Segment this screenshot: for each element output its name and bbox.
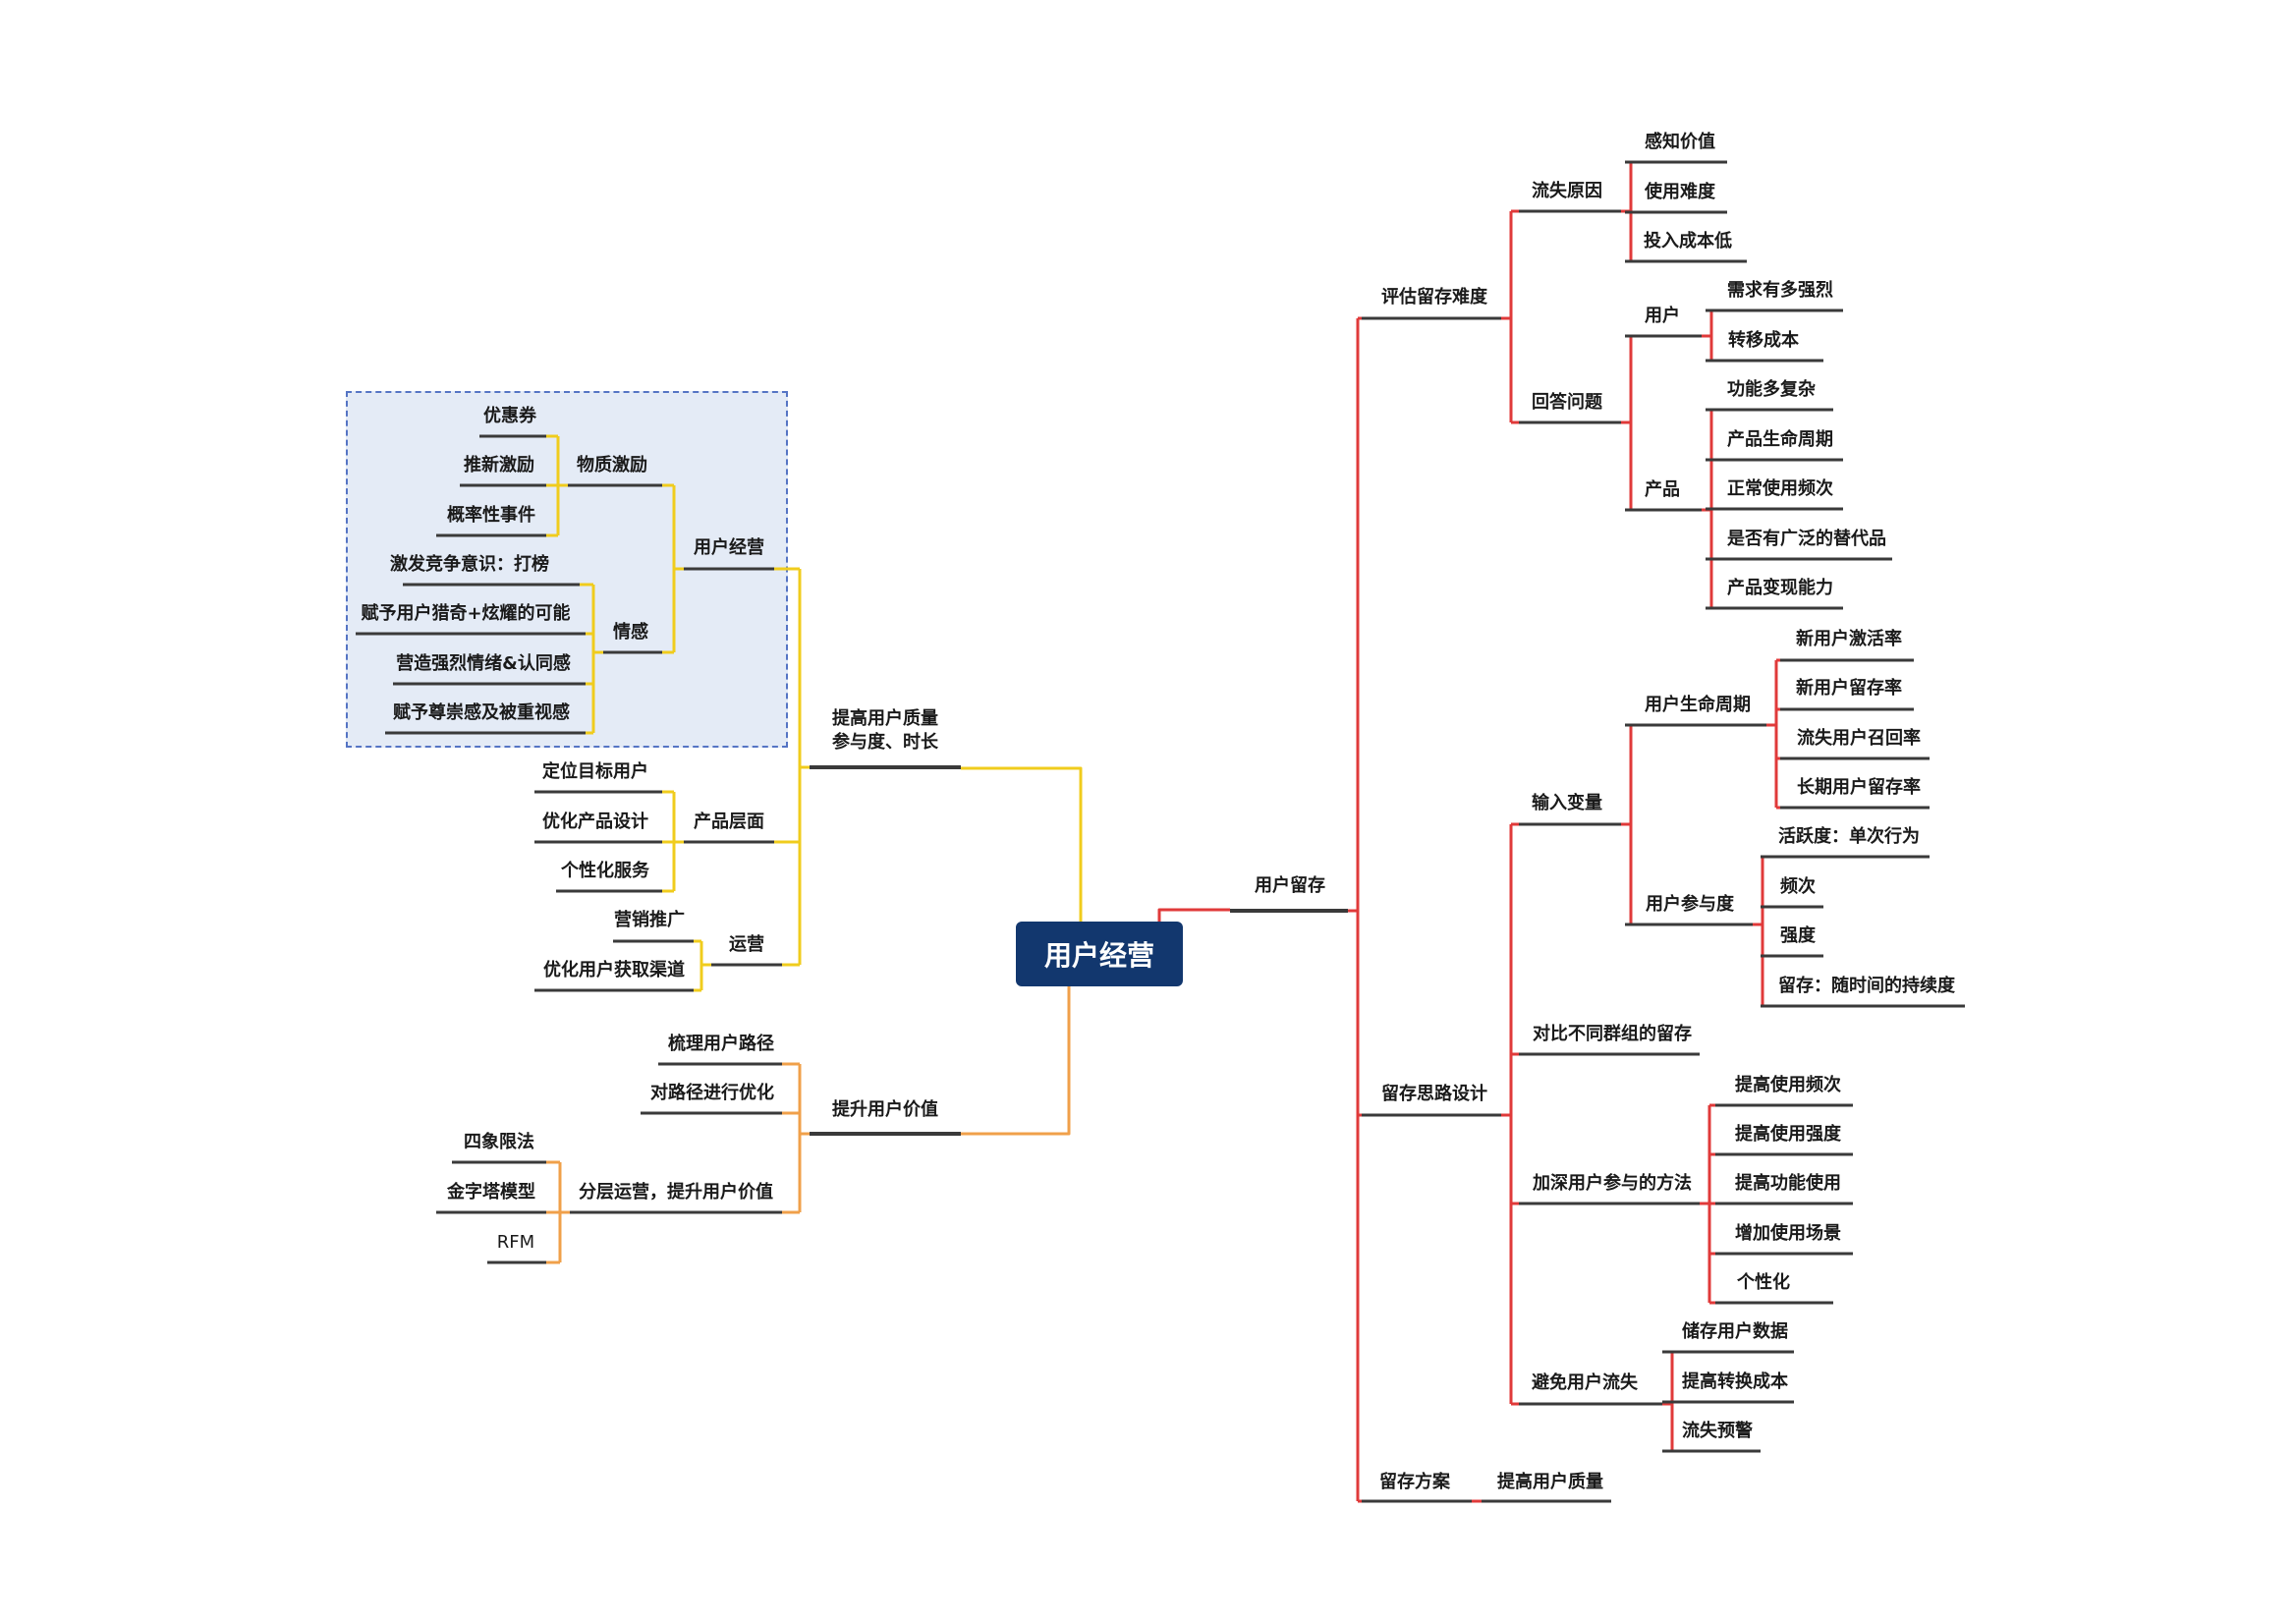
node-y2[interactable]: 用户经营 <box>694 537 764 558</box>
node-r37[interactable]: 储存用户数据 <box>1682 1321 1788 1342</box>
node-o5[interactable]: 四象限法 <box>464 1132 534 1152</box>
node-r13[interactable]: 产品生命周期 <box>1727 429 1833 450</box>
node-r30[interactable]: 加深用户参与的方法 <box>1533 1173 1692 1194</box>
node-r16[interactable]: 产品变现能力 <box>1727 578 1833 598</box>
root-node[interactable]: 用户经营 <box>1016 922 1183 986</box>
node-o2[interactable]: 梳理用户路径 <box>668 1034 774 1054</box>
node-r19[interactable]: 用户生命周期 <box>1645 695 1751 715</box>
node-r41[interactable]: 提高用户质量 <box>1497 1472 1603 1492</box>
node-r4[interactable]: 感知价值 <box>1645 132 1715 152</box>
node-r31[interactable]: 提高使用频次 <box>1735 1075 1841 1095</box>
node-r25[interactable]: 活跃度：单次行为 <box>1778 826 1920 847</box>
node-r11[interactable]: 产品 <box>1645 479 1680 500</box>
node-y18[interactable]: 优化用户获取渠道 <box>543 960 685 980</box>
node-r12[interactable]: 功能多复杂 <box>1727 379 1816 400</box>
node-r5[interactable]: 使用难度 <box>1645 182 1715 202</box>
node-r27[interactable]: 强度 <box>1780 925 1816 946</box>
node-r7[interactable]: 回答问题 <box>1532 392 1602 413</box>
connector-root-to-user-retention <box>1157 908 1230 922</box>
node-r2[interactable]: 评估留存难度 <box>1381 287 1487 308</box>
connector-root-to-improve-value <box>961 986 1071 1136</box>
node-r38[interactable]: 提高转换成本 <box>1682 1372 1788 1392</box>
node-r18[interactable]: 输入变量 <box>1532 793 1602 813</box>
node-y11[interactable]: 赋予尊崇感及被重视感 <box>393 702 570 723</box>
node-r14[interactable]: 正常使用频次 <box>1727 478 1833 499</box>
node-y3[interactable]: 物质激励 <box>577 455 647 476</box>
node-r40[interactable]: 留存方案 <box>1379 1472 1450 1492</box>
node-y13[interactable]: 定位目标用户 <box>542 761 648 782</box>
node-r15[interactable]: 是否有广泛的替代品 <box>1727 529 1886 549</box>
node-r10[interactable]: 转移成本 <box>1728 330 1799 351</box>
node-y6[interactable]: 概率性事件 <box>447 505 535 526</box>
node-r34[interactable]: 增加使用场景 <box>1735 1223 1841 1244</box>
node-r26[interactable]: 频次 <box>1780 876 1816 897</box>
node-y4[interactable]: 优惠券 <box>483 406 536 426</box>
node-r20[interactable]: 新用户激活率 <box>1796 629 1902 649</box>
node-y17[interactable]: 营销推广 <box>614 910 685 930</box>
node-o3[interactable]: 对路径进行优化 <box>650 1083 774 1103</box>
node-y12[interactable]: 产品层面 <box>694 812 764 832</box>
node-o1[interactable]: 提升用户价值 <box>832 1099 938 1120</box>
node-r1[interactable]: 用户留存 <box>1255 875 1325 896</box>
node-o7[interactable]: RFM <box>496 1232 535 1253</box>
node-y14[interactable]: 优化产品设计 <box>542 812 648 832</box>
node-y5[interactable]: 推新激励 <box>464 455 534 476</box>
node-r17[interactable]: 留存思路设计 <box>1381 1084 1487 1104</box>
node-y7[interactable]: 情感 <box>613 622 648 643</box>
node-y8[interactable]: 激发竞争意识：打榜 <box>390 554 549 575</box>
node-r39[interactable]: 流失预警 <box>1682 1421 1753 1441</box>
node-r22[interactable]: 流失用户召回率 <box>1797 728 1921 749</box>
node-y10[interactable]: 营造强烈情绪&认同感 <box>396 653 571 674</box>
node-r23[interactable]: 长期用户留存率 <box>1797 777 1921 798</box>
connector-root-to-improve-quality <box>961 766 1083 922</box>
node-r21[interactable]: 新用户留存率 <box>1796 678 1902 699</box>
node-y1[interactable]: 提高用户质量 参与度、时长 <box>832 708 938 753</box>
node-r28[interactable]: 留存：随时间的持续度 <box>1778 976 1955 996</box>
node-r29[interactable]: 对比不同群组的留存 <box>1533 1024 1692 1044</box>
node-r24[interactable]: 用户参与度 <box>1646 894 1734 915</box>
node-r35[interactable]: 个性化 <box>1737 1272 1790 1293</box>
node-o4[interactable]: 分层运营，提升用户价值 <box>579 1182 773 1203</box>
node-r32[interactable]: 提高使用强度 <box>1735 1124 1841 1145</box>
node-r3[interactable]: 流失原因 <box>1532 181 1602 201</box>
node-r36[interactable]: 避免用户流失 <box>1532 1372 1638 1393</box>
node-y9[interactable]: 赋予用户猎奇+炫耀的可能 <box>361 603 571 624</box>
node-r33[interactable]: 提高功能使用 <box>1735 1173 1841 1194</box>
node-r9[interactable]: 需求有多强烈 <box>1727 280 1833 301</box>
node-r6[interactable]: 投入成本低 <box>1644 231 1732 252</box>
node-o6[interactable]: 金字塔模型 <box>447 1182 535 1203</box>
node-r8[interactable]: 用户 <box>1645 306 1680 326</box>
node-y15[interactable]: 个性化服务 <box>561 861 649 881</box>
node-y16[interactable]: 运营 <box>729 934 764 955</box>
